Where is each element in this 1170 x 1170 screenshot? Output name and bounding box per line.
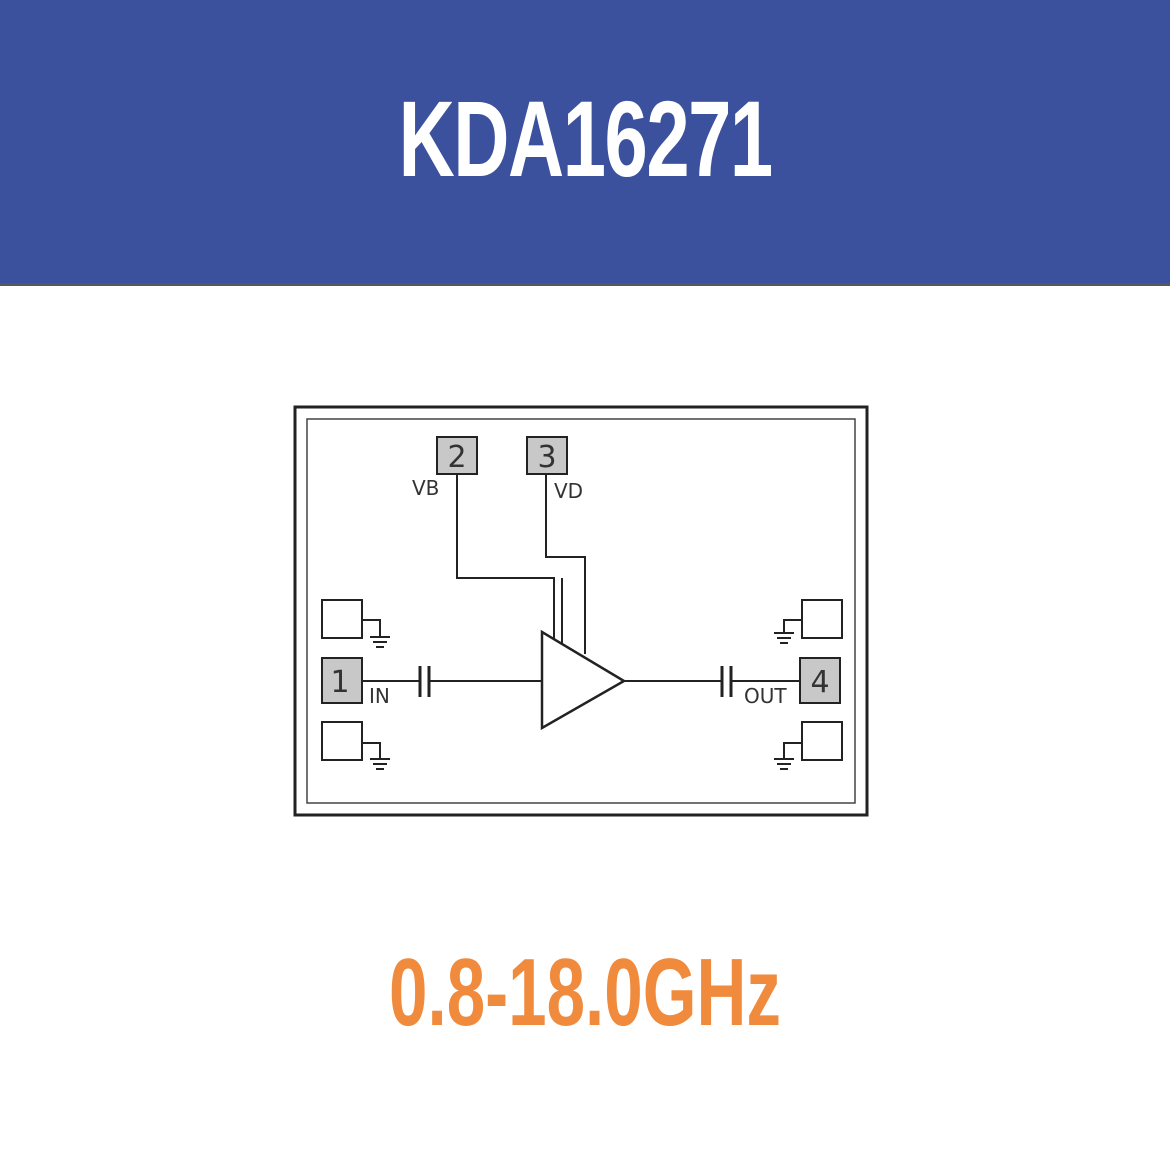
pin-4-number: 4 [810, 665, 829, 700]
ground-icon [774, 632, 794, 644]
ground-pad-left-top [321, 599, 390, 648]
amplifier-triangle-icon [540, 629, 627, 731]
part-number-title: KDA16271 [398, 77, 773, 199]
output-path [624, 666, 800, 697]
block-diagram: 2 VB 3 VD [290, 400, 875, 824]
pin-2-vb: 2 VB [412, 436, 563, 644]
pin-1-number: 1 [330, 665, 349, 700]
ground-pad-left-bottom [321, 721, 390, 770]
pin-3-vd: 3 VD [526, 436, 586, 654]
input-path [362, 666, 542, 697]
pin-2-label: VB [412, 476, 439, 500]
pin-4-label: OUT [744, 684, 787, 708]
block-diagram-svg: 2 VB 3 VD [293, 405, 869, 817]
package-outer-border [293, 405, 869, 817]
capacitor-icon [418, 666, 431, 697]
header-banner: KDA16271 [0, 0, 1170, 286]
capacitor-icon [720, 666, 733, 697]
package-inner-border [306, 418, 856, 804]
frequency-range: 0.8-18.0GHz [389, 939, 781, 1046]
ground-icon [370, 758, 390, 770]
pin-3-label: VD [554, 479, 583, 503]
ground-pad-right-top [774, 599, 843, 644]
pin-2-number: 2 [447, 440, 466, 475]
pin-4-out: 4 OUT [744, 657, 841, 708]
pin-1-in: 1 IN [321, 657, 390, 708]
ground-pad-right-bottom [774, 721, 843, 770]
pin-3-number: 3 [537, 440, 556, 475]
ground-icon [370, 636, 390, 648]
ground-icon [774, 758, 794, 770]
pin-1-label: IN [369, 684, 390, 708]
